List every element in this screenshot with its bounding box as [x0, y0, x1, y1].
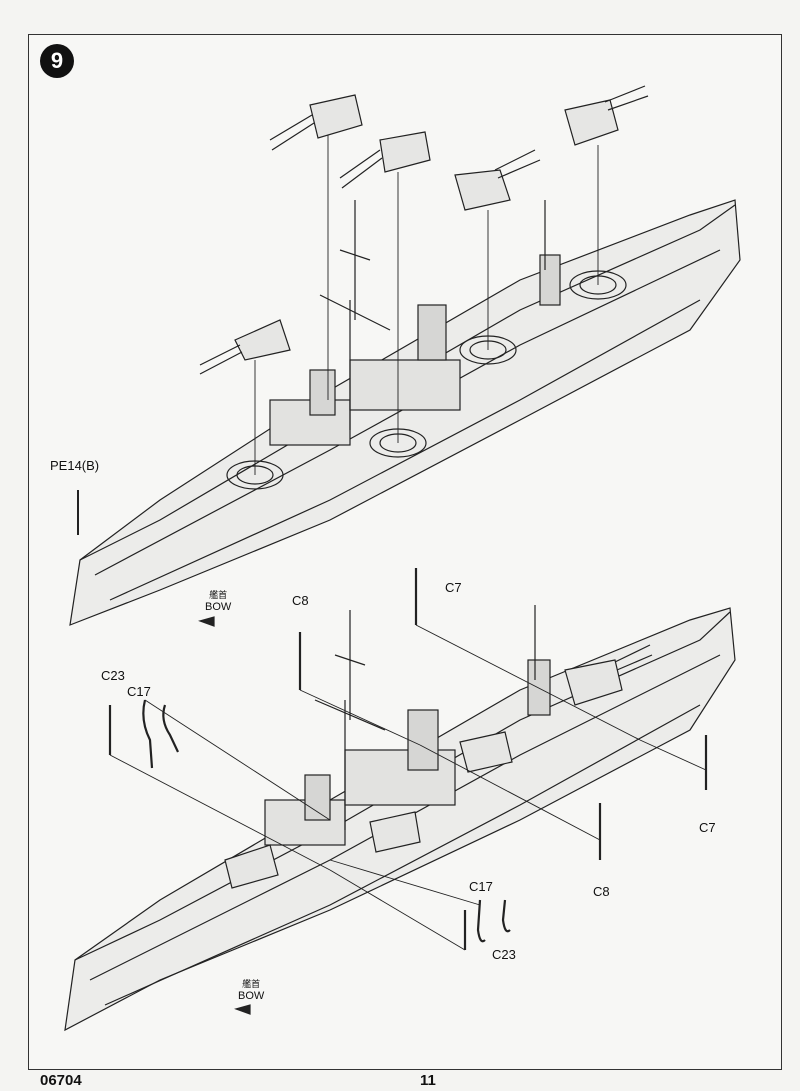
page-number: 11: [420, 1072, 436, 1089]
label-pe14b: PE14(B): [50, 458, 100, 473]
label-c23-left: C23: [101, 668, 125, 683]
c17-part-bottom-b: [501, 899, 511, 933]
bow-arrow-upper: [198, 616, 215, 627]
lower-parts: [108, 568, 708, 950]
bow-lower-en: BOW: [238, 990, 265, 1002]
lower-turrets: [224, 644, 653, 889]
bow-marker-lower: 艦首 BOW: [238, 977, 264, 1002]
label-c8-bottom: C8: [593, 884, 610, 899]
product-code: 06704: [40, 1072, 82, 1089]
upper-ship-hull: [69, 199, 741, 626]
bow-marker-upper: 艦首 BOW: [205, 588, 231, 613]
label-c17-bottom: C17: [469, 879, 493, 894]
bow-arrow-lower: [234, 1004, 251, 1015]
label-c7-top: C7: [445, 580, 462, 595]
bow-upper-en: BOW: [205, 601, 232, 613]
upper-ship-superstructure: [269, 200, 561, 446]
label-c17-left: C17: [127, 684, 151, 699]
bow-lower-cn: 艦首: [242, 979, 261, 989]
label-c8-top: C8: [292, 593, 309, 608]
upper-leader-lines: [254, 135, 599, 475]
label-c23-bottom: C23: [492, 947, 516, 962]
label-c7-right: C7: [699, 820, 716, 835]
lower-leader-lines: [109, 624, 707, 951]
c17-part-left-b: [162, 704, 179, 753]
upper-turrets: [199, 85, 649, 375]
step-number-badge: 9: [40, 44, 74, 78]
c17-part-left-a: [142, 699, 154, 769]
bow-upper-cn: 艦首: [209, 590, 228, 600]
c17-part-bottom-a: [476, 899, 486, 943]
lower-ship-superstructure: [264, 605, 551, 846]
